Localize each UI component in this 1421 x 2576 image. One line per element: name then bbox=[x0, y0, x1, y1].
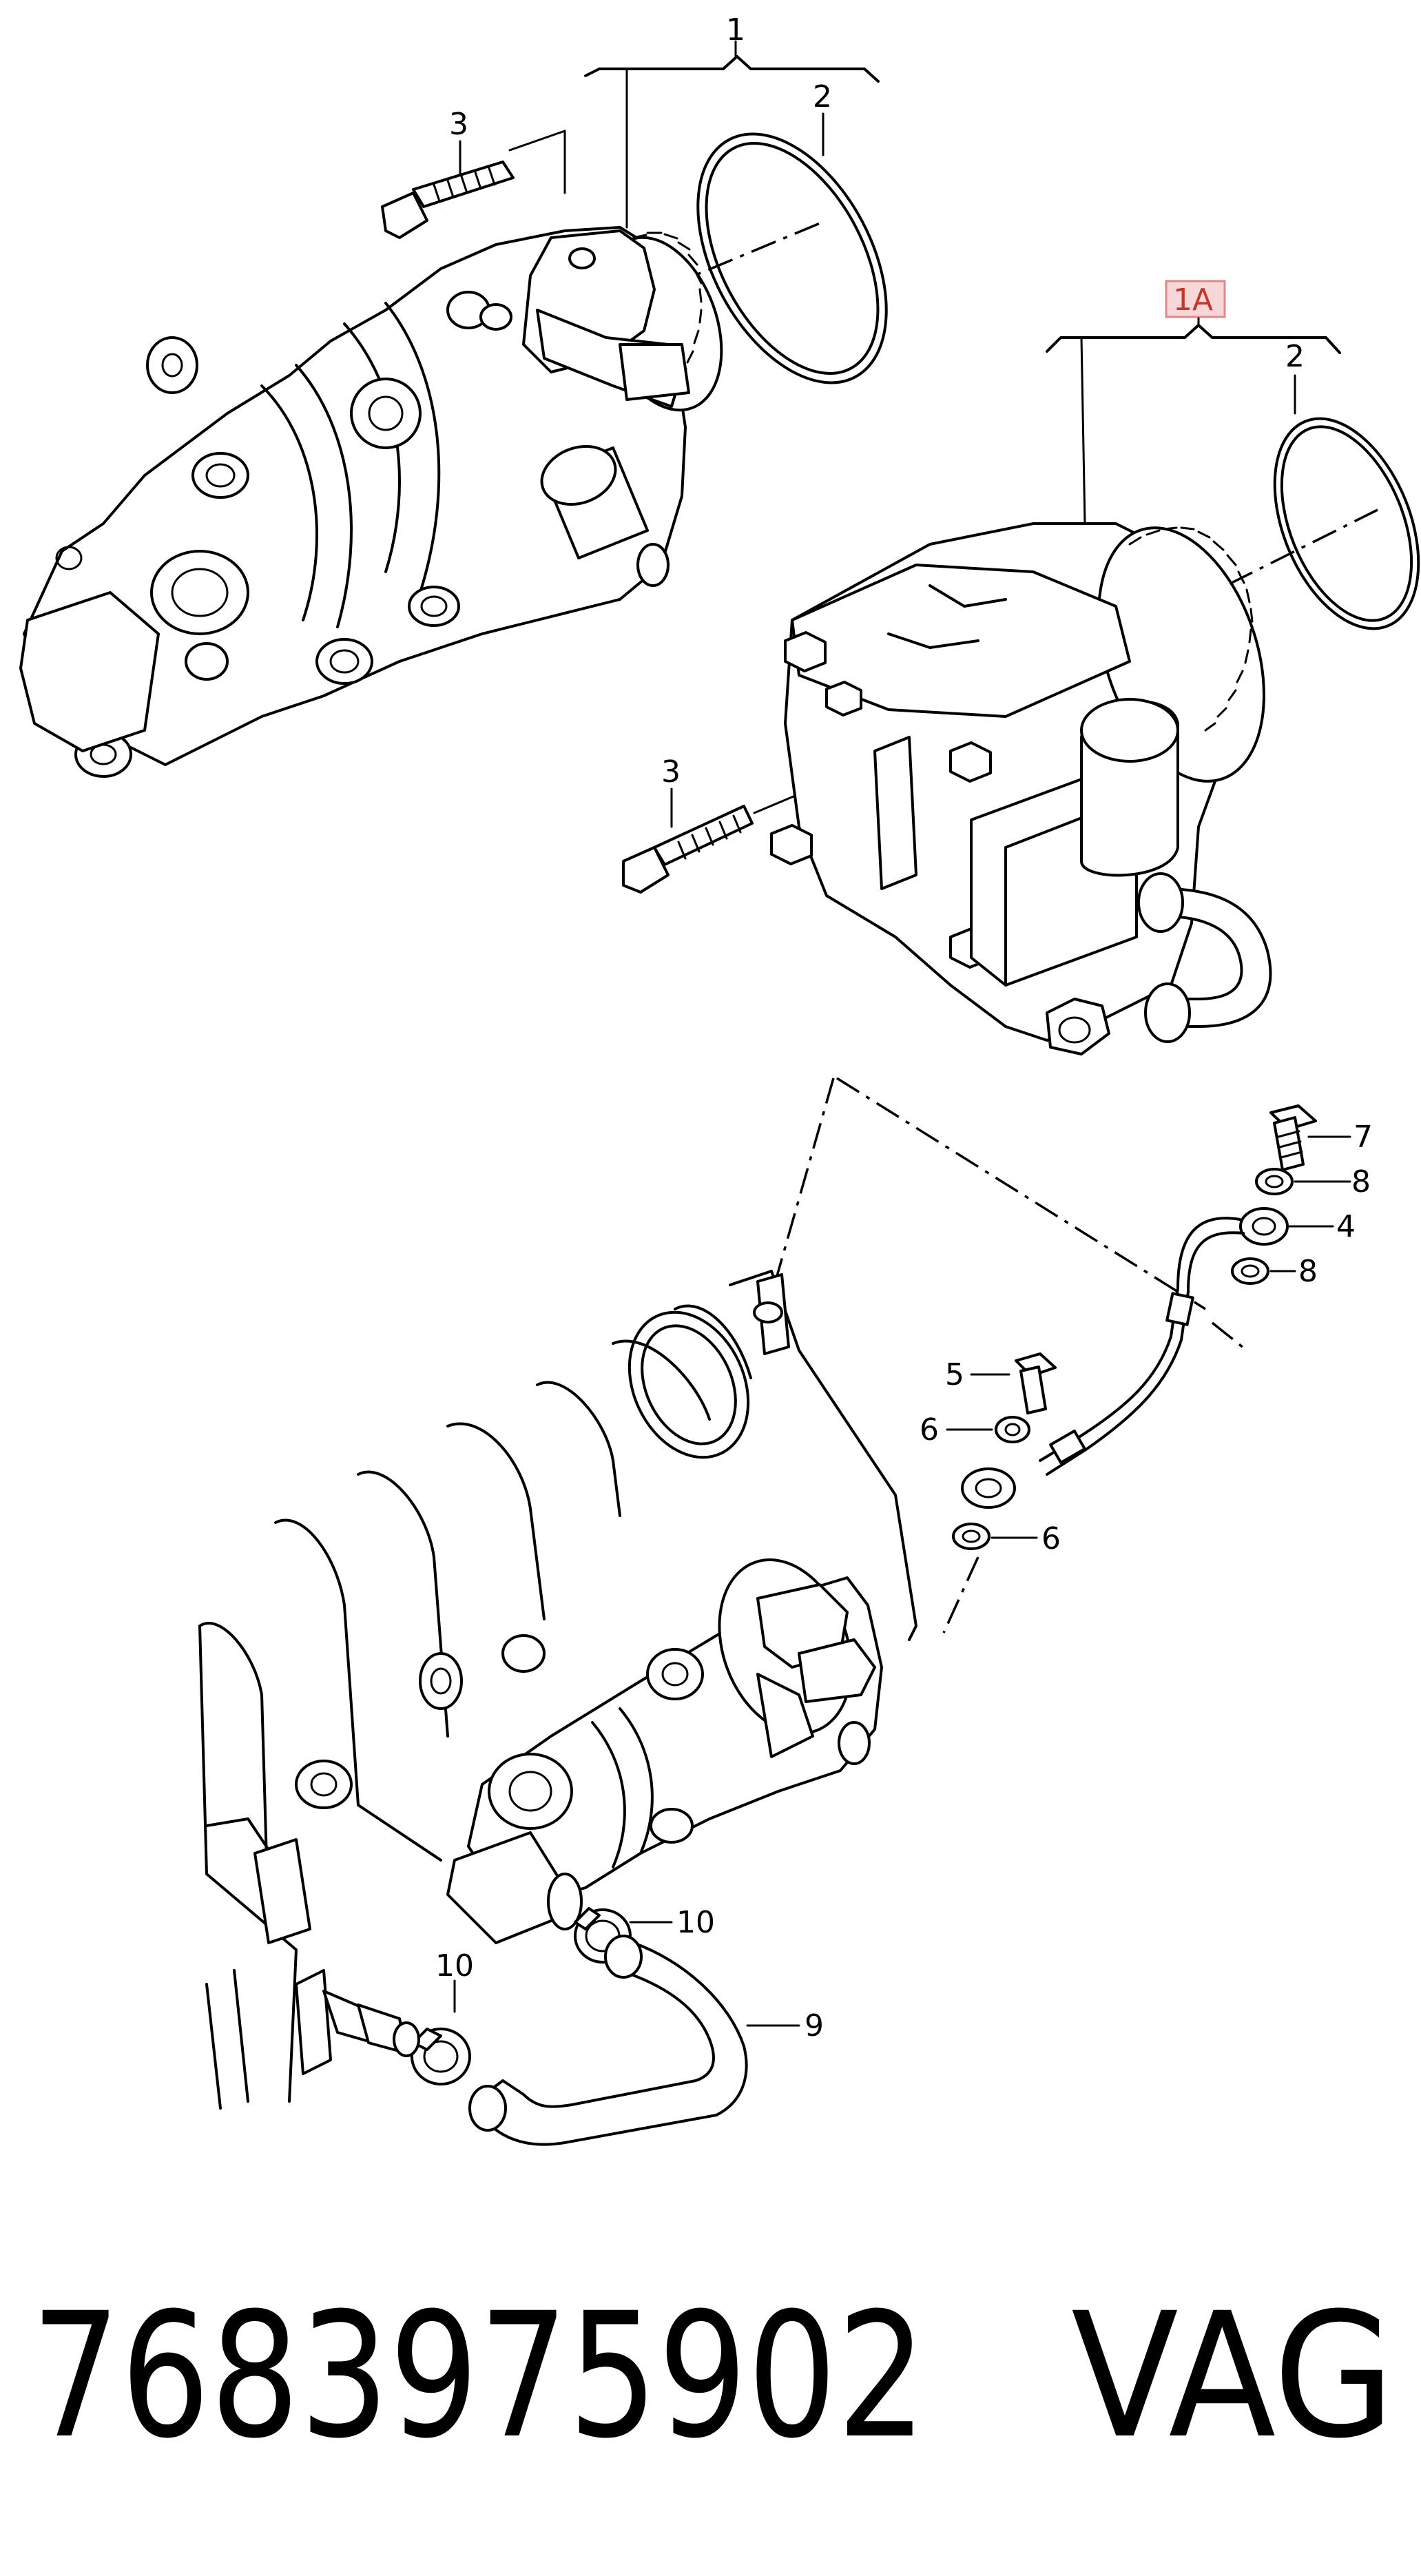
pump-bolt-bosses bbox=[74, 336, 460, 778]
footer: 7683975902 VAG bbox=[31, 2276, 1395, 2476]
callout-5: 5 bbox=[945, 1357, 964, 1392]
callout-labels: 1 2 3 1A 2 3 7 8 4 8 5 6 6 10 10 9 bbox=[435, 12, 1373, 2043]
callout-8-a: 8 bbox=[1351, 1164, 1371, 1199]
relation-lines bbox=[770, 1077, 1248, 1634]
pump-assembly-right bbox=[622, 280, 1420, 1055]
callout-3-mid: 3 bbox=[661, 754, 681, 790]
callout-10-b: 10 bbox=[435, 1948, 474, 1983]
callout-1A: 1A bbox=[1173, 282, 1213, 318]
pump-assembly-top-left bbox=[19, 40, 888, 778]
callout-10-a: 10 bbox=[676, 1905, 715, 1940]
callout-6-b: 6 bbox=[1041, 1521, 1061, 1556]
callout-8-b: 8 bbox=[1298, 1254, 1318, 1289]
callout-6-a: 6 bbox=[920, 1412, 939, 1447]
callout-2-top: 2 bbox=[813, 79, 832, 114]
callout-7: 7 bbox=[1353, 1120, 1373, 1155]
callout-3-top: 3 bbox=[449, 107, 468, 142]
callout-1A-box bbox=[1165, 280, 1226, 318]
callout-2-right: 2 bbox=[1285, 339, 1305, 374]
engine-block-lower bbox=[198, 1270, 917, 2110]
callout-4: 4 bbox=[1336, 1209, 1356, 1244]
brand-label: VAG bbox=[1071, 2276, 1395, 2476]
part-number: 7683975902 bbox=[31, 2276, 926, 2476]
callout-9: 9 bbox=[805, 2008, 824, 2043]
callout-1: 1 bbox=[726, 12, 745, 48]
coolant-hose-clamps bbox=[322, 1907, 800, 2146]
oil-line-fittings bbox=[946, 1104, 1351, 1550]
